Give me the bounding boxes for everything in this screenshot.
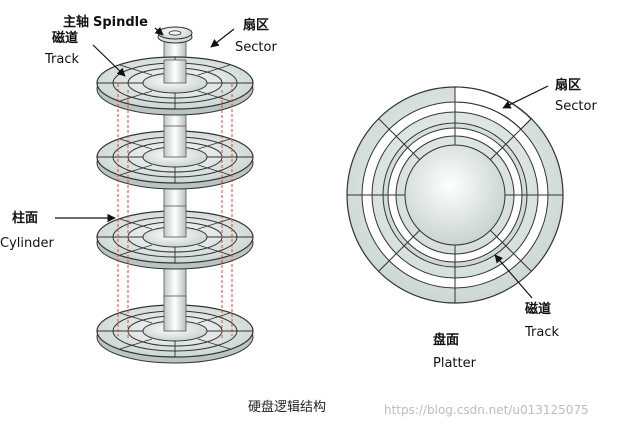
sector-label-cn-right: 扇区: [555, 77, 581, 93]
platter-label-en: Platter: [433, 356, 477, 371]
cylinder-label-cn: 柱面: [12, 210, 38, 226]
platter-2: [96, 125, 254, 190]
platter-1: [96, 56, 254, 116]
track-arrow-left: [92, 44, 126, 77]
cylinder-label-en: Cylinder: [0, 236, 54, 251]
spindle-arrow: [154, 26, 164, 36]
spindle-cap: [157, 26, 193, 44]
track-label-cn-right: 磁道: [525, 301, 551, 317]
track-label-en-right: Track: [524, 325, 559, 340]
track-label-cn: 磁道: [52, 30, 78, 46]
spindle-label-en: Spindle: [93, 15, 148, 30]
platter-top-view: [346, 86, 564, 304]
sector-label-cn-left: 扇区: [243, 17, 269, 33]
sector-arrow-right: [502, 85, 549, 109]
platter-4: [96, 295, 254, 364]
track-label-en: Track: [44, 52, 79, 67]
track-arrow-right: [494, 254, 533, 299]
platter-3: [96, 205, 254, 270]
platter-stack: [96, 26, 254, 364]
platter-label-cn: 盘面: [433, 332, 459, 348]
sector-label-en-left: Sector: [235, 40, 277, 55]
sector-label-en-right: Sector: [555, 99, 597, 114]
diagram-caption: 硬盘逻辑结构: [248, 399, 326, 415]
sector-arrow-left: [210, 28, 235, 48]
watermark: https://blog.csdn.net/u013125075: [384, 403, 589, 417]
cylinder-guides: [117, 84, 233, 340]
spindle-label-cn: 主轴: [63, 14, 89, 30]
